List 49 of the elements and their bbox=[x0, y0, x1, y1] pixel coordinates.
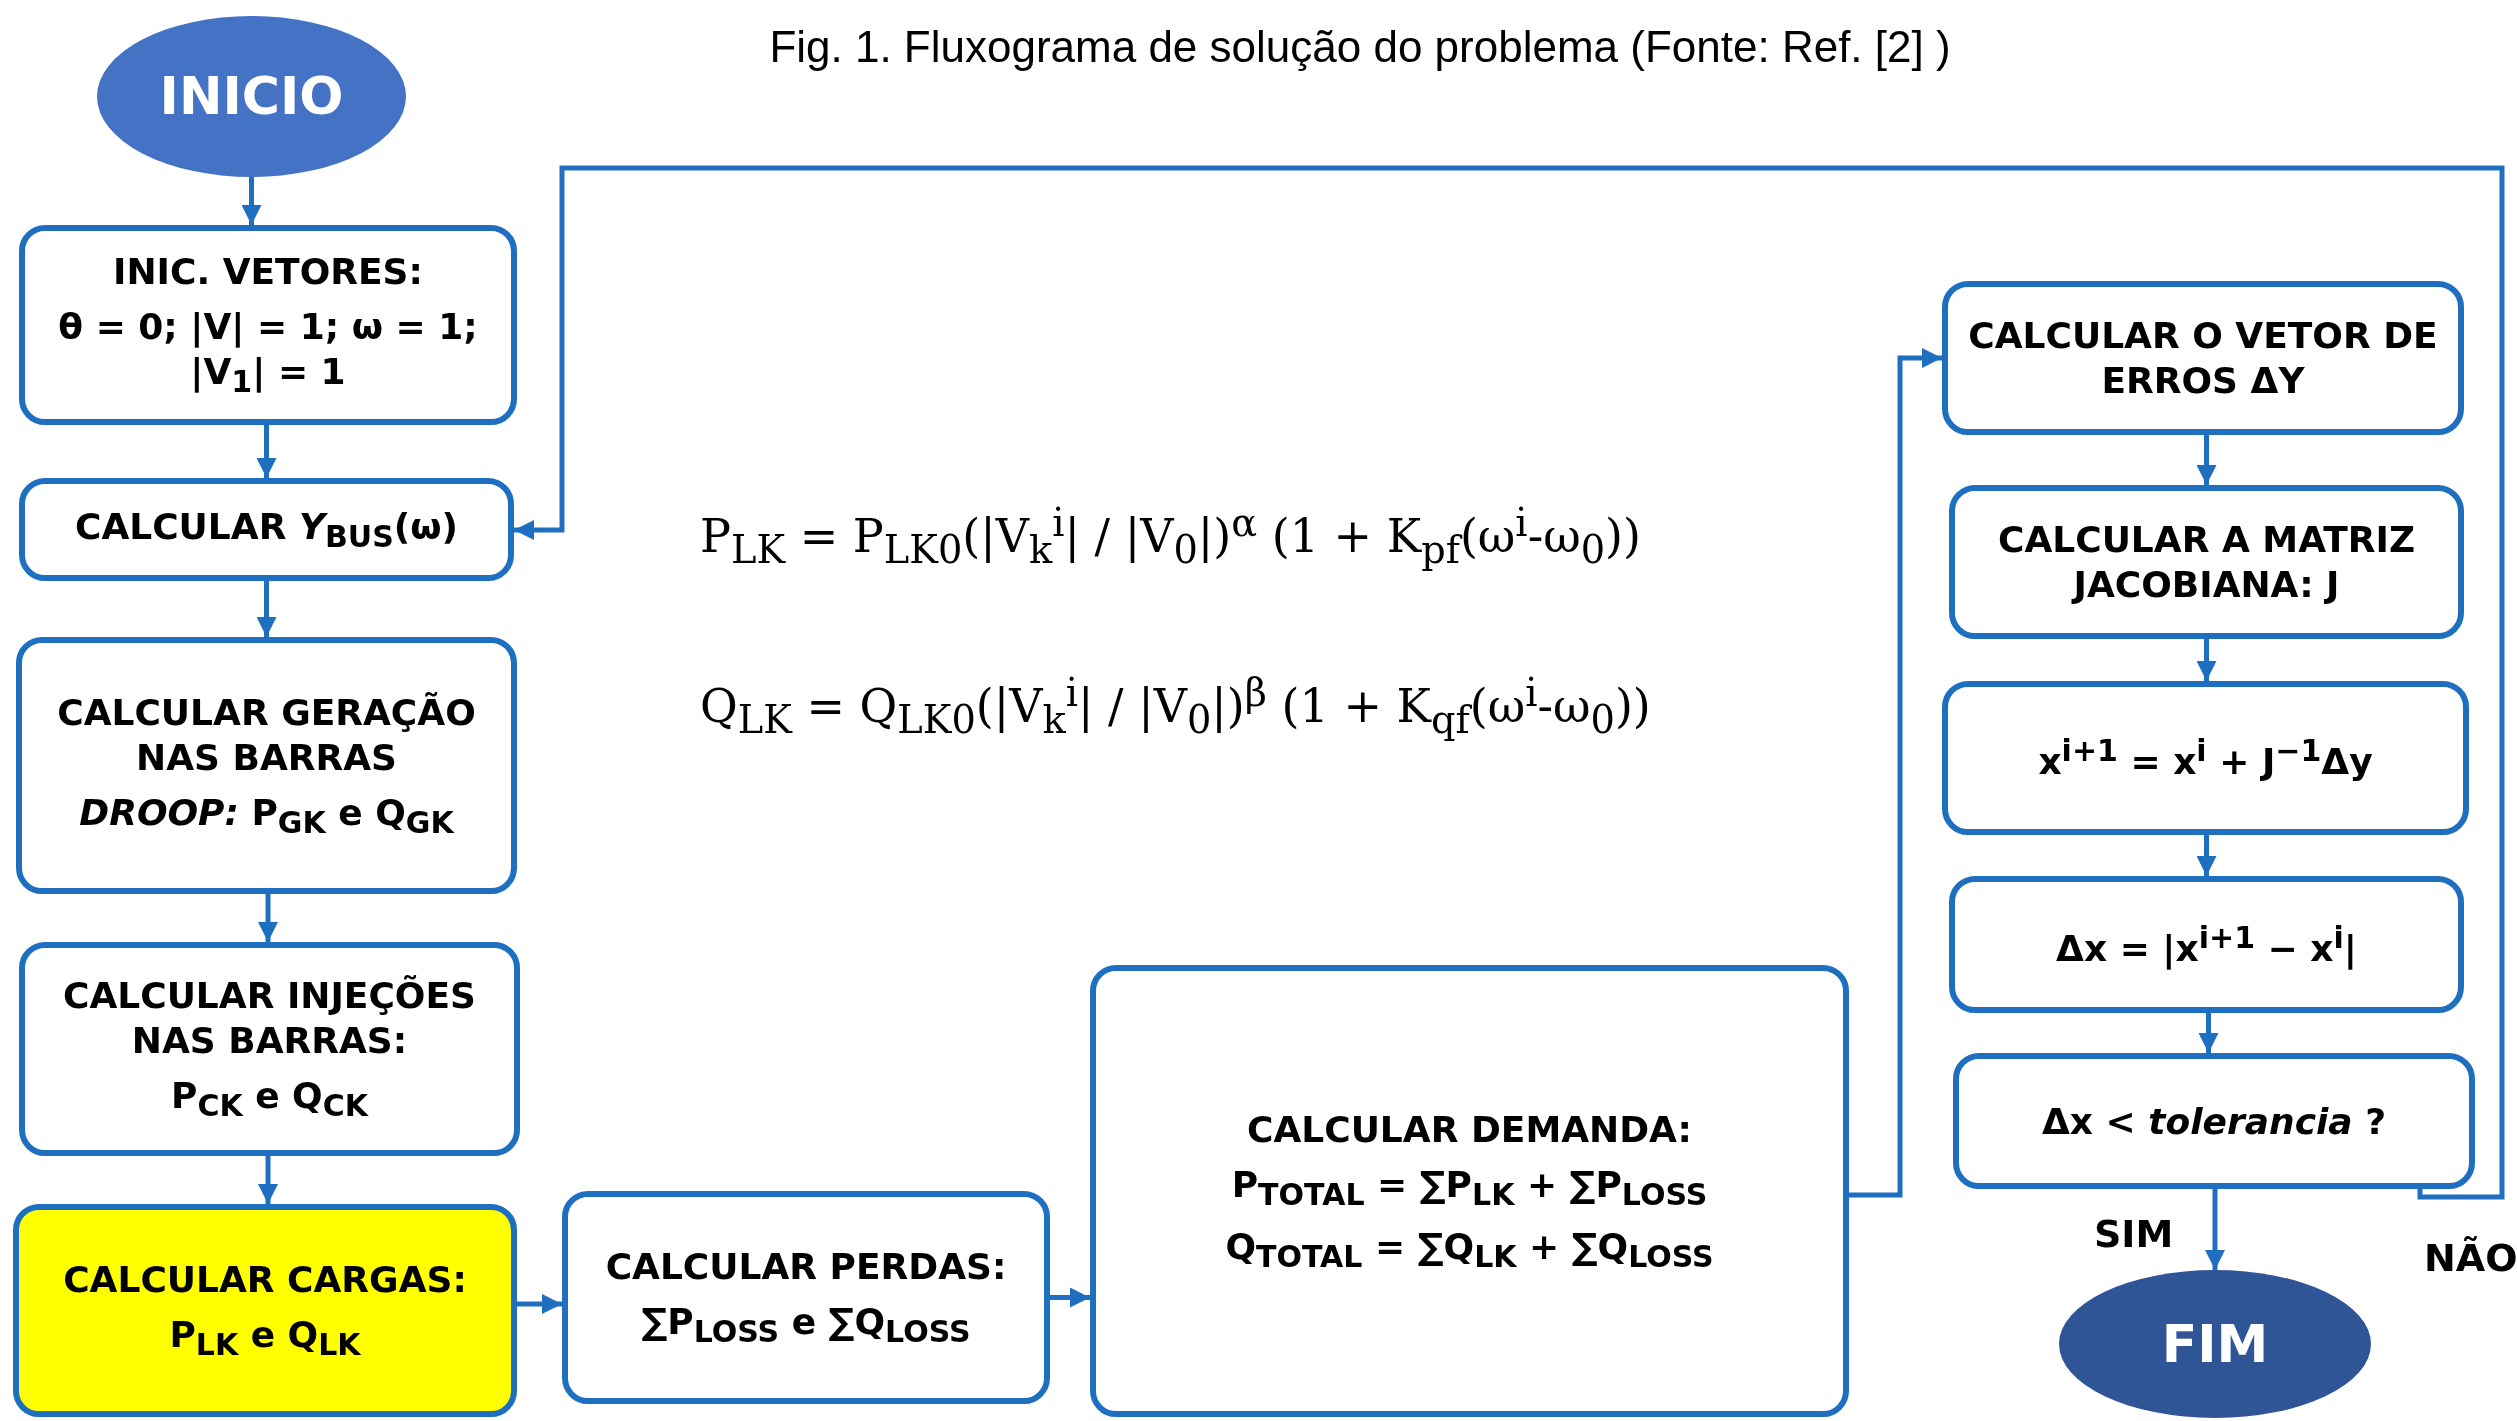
arrow bbox=[2205, 1189, 2225, 1270]
process-box bbox=[19, 225, 517, 425]
figure-title: Fig. 1. Fluxograma de solução do problema (Fonte: Ref. [2] ) bbox=[768, 22, 1952, 72]
formula: Q$_{LK}$ = Q$_{LK0}$(|V$_{k}$$^{i}$| / |V$_{0}$|)$^{β}$ (1 + K$_{qf}$(ω$^{i}$-ω$_{0}$)) bbox=[700, 670, 1651, 742]
process-box bbox=[19, 942, 520, 1156]
arrow bbox=[241, 177, 262, 225]
box-text: P$_{TOTAL}$ = ∑P$_{LK}$ + ∑P$_{LOSS}$ bbox=[1231, 1162, 1708, 1214]
process-box bbox=[1942, 681, 2469, 835]
box-text: CALCULAR DEMANDA: bbox=[1247, 1107, 1692, 1152]
box-text: P$_{LK}$ e Q$_{LK}$ bbox=[169, 1313, 361, 1364]
box-text: CALCULAR INJEÇÕES NAS BARRAS: bbox=[62, 974, 477, 1064]
arrow bbox=[1849, 348, 1942, 1198]
process-box bbox=[16, 637, 517, 894]
box-text: CALCULAR O VETOR DE ERROS ΔY bbox=[1967, 314, 2439, 403]
formula: P$_{LK}$ = P$_{LK0}$(|V$_{k}$$^{i}$| / |V$_{0}$|)$^{α}$ (1 + K$_{pf}$(ω$^{i}$-ω$_{0}$)) bbox=[700, 500, 1641, 572]
arrow bbox=[517, 1294, 562, 1314]
arrow bbox=[2198, 1013, 2219, 1053]
process-box bbox=[1949, 485, 2464, 639]
box-text: CALCULAR CARGAS: bbox=[63, 1258, 467, 1303]
terminal-label: FIM bbox=[2161, 1312, 2269, 1376]
arrow bbox=[2196, 835, 2217, 876]
arrow bbox=[1050, 1287, 1090, 1308]
box-text: DROOP: P$_{GK}$ e Q$_{GK}$ bbox=[79, 790, 454, 842]
arrow bbox=[258, 894, 278, 942]
process-box bbox=[1949, 876, 2464, 1013]
process-box bbox=[1953, 1053, 2475, 1189]
process-box bbox=[13, 1204, 517, 1417]
box-text: CALCULAR Y$_{BUS}$(ω) bbox=[74, 504, 459, 556]
box-text: x$^{i+1}$ = x$^{i}$ + J$^{−1}$Δy bbox=[2038, 732, 2373, 784]
process-box bbox=[19, 478, 514, 581]
box-text: ∑P$_{LOSS}$ e ∑Q$_{LOSS}$ bbox=[641, 1300, 971, 1351]
box-text: P$_{CK}$ e Q$_{CK}$ bbox=[171, 1074, 368, 1125]
box-text: INIC. VETORES: bbox=[113, 250, 423, 295]
arrow bbox=[2196, 639, 2217, 681]
box-text: Q$_{TOTAL}$ = ∑Q$_{LK}$ + ∑Q$_{LOSS}$ bbox=[1225, 1224, 1714, 1276]
terminal-label: INICIO bbox=[159, 65, 344, 128]
box-text: Δx < tolerancia ? bbox=[2041, 1099, 2387, 1144]
arrow bbox=[514, 165, 2505, 1200]
process-box bbox=[1090, 965, 1849, 1417]
process-box bbox=[1942, 281, 2464, 435]
box-text: CALCULAR A MATRIZ JACOBIANA: J bbox=[1997, 518, 2416, 607]
arrow bbox=[258, 1156, 278, 1204]
box-text: Δx = |x$^{i+1}$ − x$^{i}$| bbox=[2056, 918, 2357, 971]
arrow bbox=[2196, 435, 2217, 485]
box-text: CALCULAR PERDAS: bbox=[605, 1245, 1007, 1290]
arrow bbox=[256, 425, 277, 478]
arrow bbox=[256, 581, 277, 637]
process-box bbox=[562, 1191, 1050, 1404]
box-text: θ = 0; |V| = 1; ω = 1; |V$_{1}$| = 1 bbox=[57, 305, 479, 401]
